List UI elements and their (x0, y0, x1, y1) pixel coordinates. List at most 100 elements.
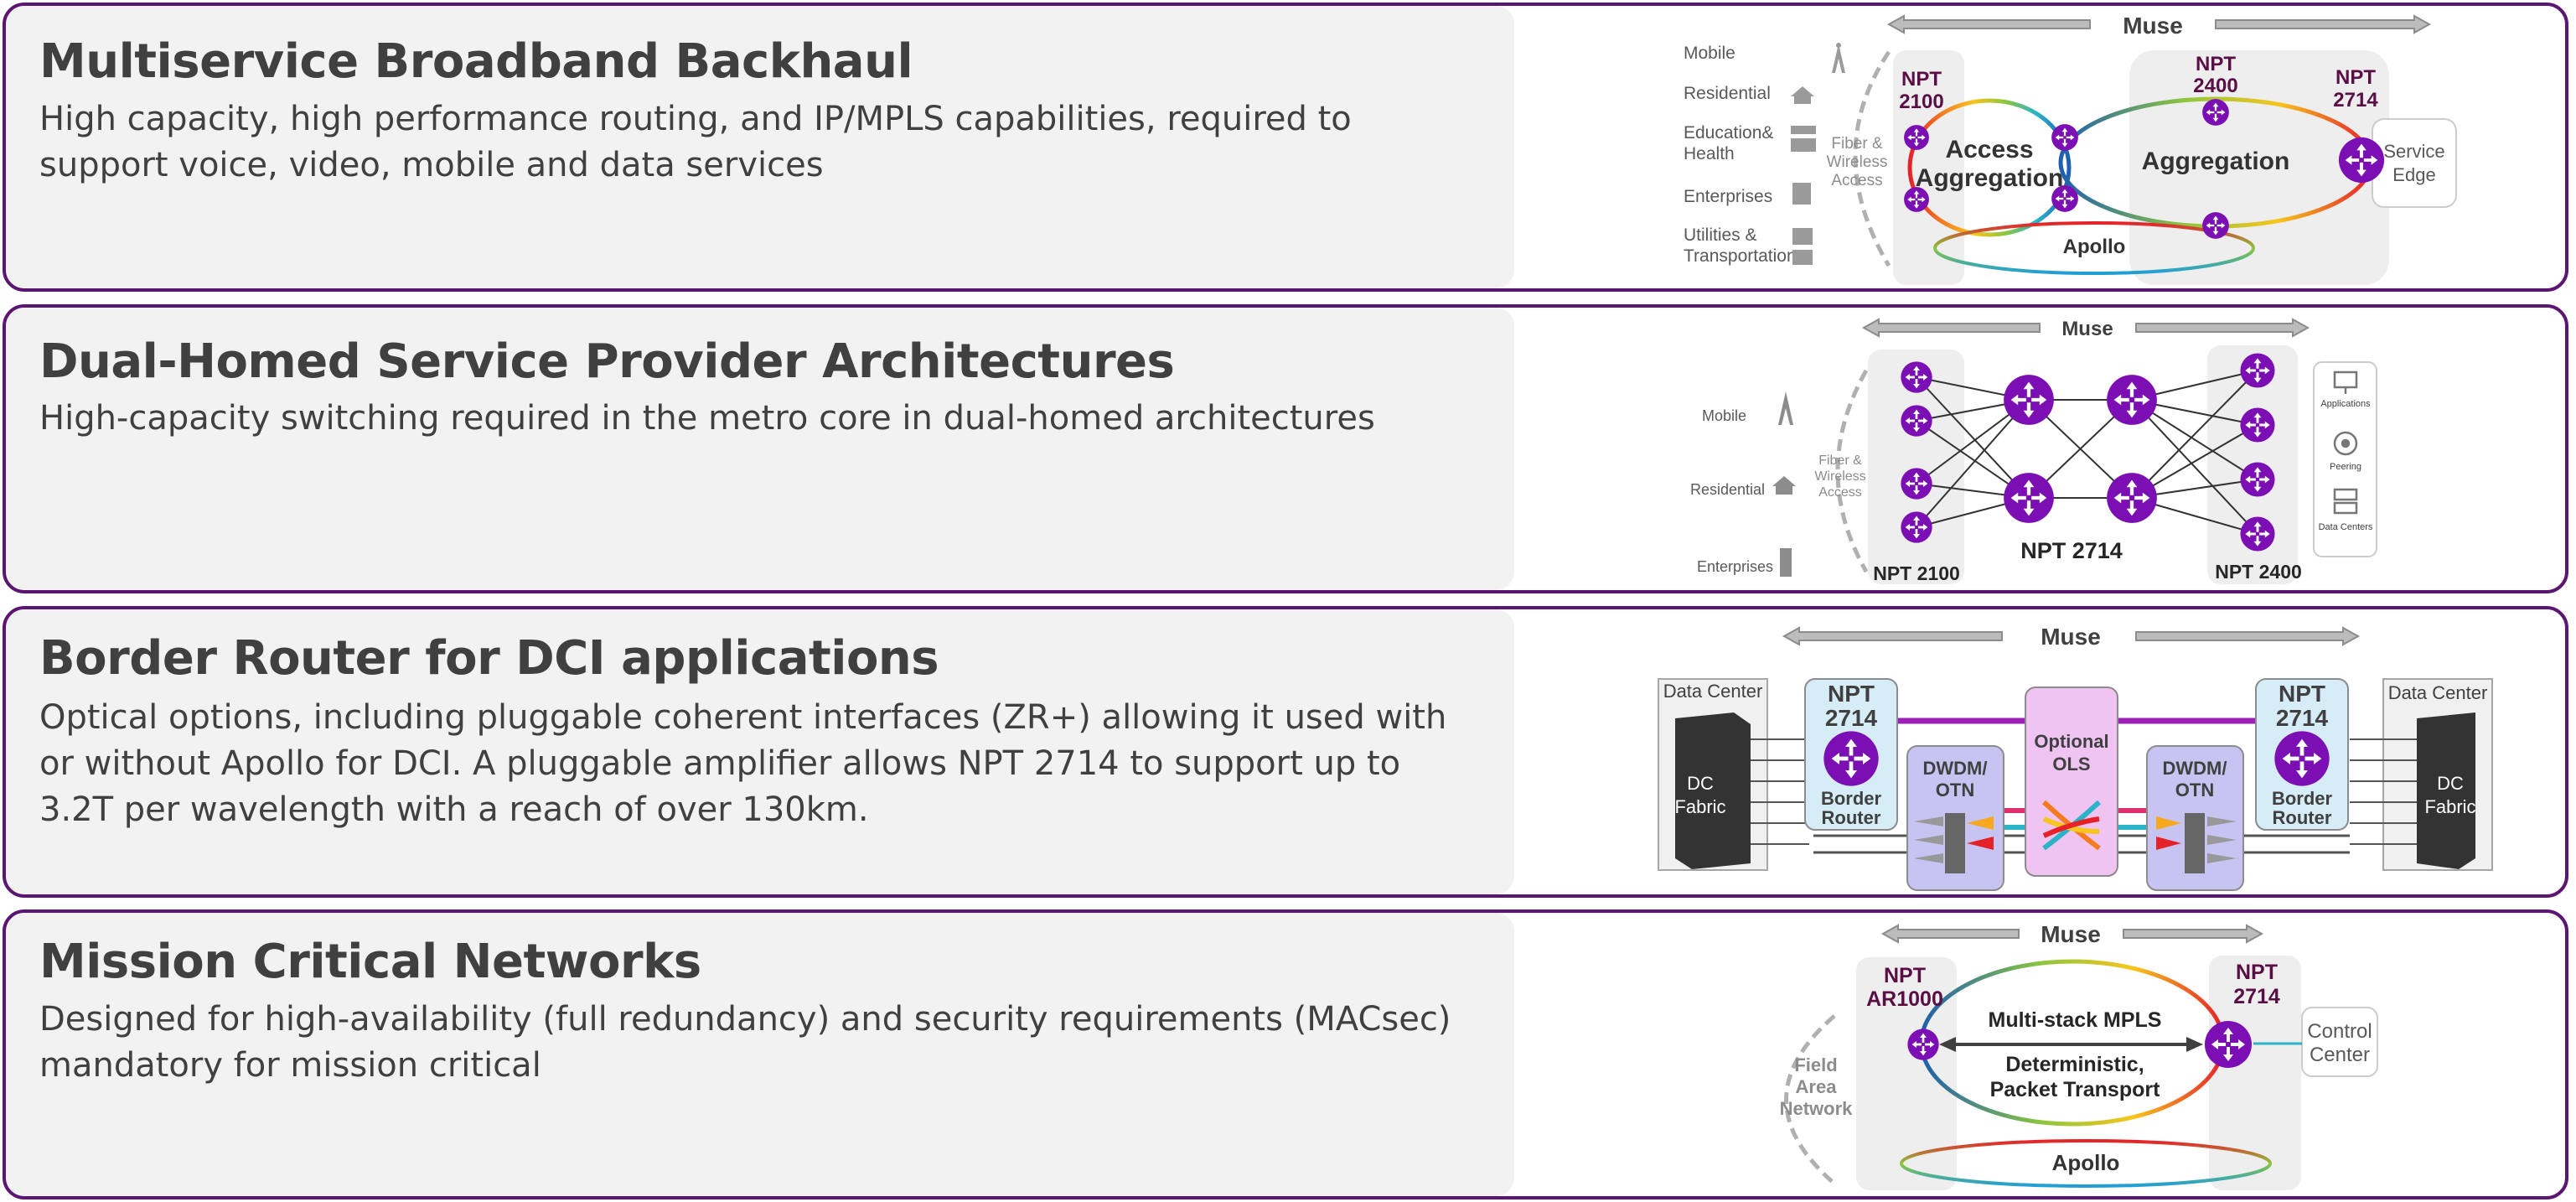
node-label-npt: NPT (2335, 66, 2376, 89)
dc-fabric-right (2417, 712, 2475, 869)
panel-title: Multiservice Broadband Backhaul (39, 34, 913, 89)
otn-label: OTN (1936, 780, 1974, 800)
colored-arrows-left (1967, 816, 1994, 850)
panel-text-area (6, 6, 1514, 288)
router-icon (2240, 353, 2275, 388)
label-data-centers: Data Centers (2319, 522, 2373, 532)
dwdm-label: DWDM/ (1923, 758, 1988, 779)
router-icon (1901, 361, 1932, 393)
service-edge-label: Service (2383, 141, 2444, 162)
router-label-border: Border (2272, 788, 2333, 809)
router-icon (1823, 731, 1879, 786)
muse-arrow-right (2123, 924, 2264, 944)
tower-icon (1778, 391, 1793, 425)
dci-diagram: Muse Data Center Data Center DC Fabric D… (1658, 624, 2493, 891)
packet-transport-label: Packet Transport (1990, 1078, 2161, 1101)
label-enterprises: Enterprises (1684, 187, 1772, 206)
label-npt2100: NPT 2100 (1873, 562, 1960, 584)
mesh-links (1916, 370, 2258, 535)
router-icon (2107, 375, 2157, 425)
ring-label-access-aggregation: Aggregation (1916, 164, 2064, 192)
house-icon (1791, 86, 1814, 104)
control-center-label-2: Center (2310, 1044, 2370, 1066)
router-label-npt: NPT (1828, 681, 1875, 707)
arrow-head-left (1939, 1037, 1956, 1052)
school-icon (1791, 126, 1816, 152)
label-residential: Residential (1684, 84, 1771, 103)
node-label-npt: NPT (1901, 68, 1942, 91)
router-icon (2240, 462, 2275, 497)
router-icon (1901, 468, 1932, 500)
router-icon (2051, 185, 2078, 212)
field-label: Field (1794, 1054, 1837, 1075)
panel-text-area (6, 609, 1514, 894)
access-arc (1853, 50, 1891, 267)
fabric-label-2: Fabric (2424, 796, 2475, 817)
server-icon (2333, 488, 2358, 515)
mux-arrows-right (2207, 816, 2237, 863)
access-label-2: Wireless (1827, 153, 1888, 171)
router-icon (2004, 375, 2054, 425)
npt2714-site-bg (2209, 956, 2301, 1190)
label-mobile: Mobile (1684, 44, 1735, 63)
fabric-label-2: Fabric (1674, 796, 1725, 817)
arrow-head-right (2186, 1037, 2203, 1052)
panel-description: High-capacity switching required in the … (39, 399, 1375, 438)
router-icon (2338, 137, 2385, 184)
node-label-2400: 2400 (2193, 75, 2237, 97)
node-label-ar1000: AR1000 (1866, 987, 1943, 1011)
router-icon (1907, 1028, 1939, 1060)
label-npt2714: NPT 2714 (2020, 538, 2123, 563)
muse-label: Muse (2041, 624, 2101, 650)
router-label-border: Border (1821, 788, 1882, 809)
router-label-router: Router (2273, 807, 2332, 828)
label-mobile: Mobile (1702, 407, 1746, 424)
router-label-2714: 2714 (2276, 705, 2329, 731)
apollo-label: Apollo (2052, 1150, 2120, 1175)
mux-block (2185, 813, 2205, 873)
label-transportation: Transportation (1684, 246, 1797, 266)
field-arc (1784, 1014, 1836, 1185)
panel-mission-critical: Mission Critical Networks Designed for h… (3, 909, 2568, 1199)
router-icon (2004, 473, 2054, 523)
data-center-label: Data Center (2388, 682, 2488, 703)
panel-description: Optical options, including pluggable coh… (39, 698, 1447, 829)
optional-ols-box (2025, 686, 2118, 877)
building-icon (1792, 183, 1811, 205)
muse-label: Muse (2123, 13, 2183, 39)
router-icon (1901, 511, 1932, 543)
router-label-2714: 2714 (1825, 705, 1878, 731)
muse-arrow-left (1861, 318, 2041, 338)
router-icon (2107, 473, 2157, 523)
muse-arrow-right (2135, 626, 2361, 646)
fabric-links (1751, 738, 2417, 845)
otn-label: OTN (2175, 780, 2214, 800)
service-edge-box (2372, 118, 2457, 208)
router-icon (2240, 516, 2275, 552)
router-icon (2240, 407, 2275, 443)
house-icon (1772, 476, 1796, 495)
field-label-3: Network (1780, 1098, 1854, 1119)
data-center-label: Data Center (1663, 681, 1763, 702)
router-icon (2205, 1021, 2252, 1068)
node-label-2714: 2714 (2233, 985, 2280, 1008)
peering-icon (2333, 431, 2358, 456)
panel-multiservice-backhaul: Multiservice Broadband Backhaul High cap… (3, 3, 2568, 292)
mission-critical-diagram: Muse Control Center Field Area Network A… (1780, 921, 2378, 1190)
mux-arrows-left (1914, 816, 1943, 863)
router-icon (2202, 99, 2229, 126)
router-label-npt: NPT (2279, 681, 2325, 707)
ring-label-apollo: Apollo (2063, 236, 2126, 258)
building-icon (1780, 548, 1792, 577)
node-label-2100: 2100 (1899, 91, 1943, 113)
muse-arrow-left (1886, 14, 2091, 34)
dc-fabric-left (1675, 712, 1751, 869)
label-enterprises: Enterprises (1697, 558, 1773, 575)
ols-cross-icon (2041, 800, 2102, 851)
muse-arrow-right (2215, 14, 2432, 34)
panel-title: Border Router for DCI applications (39, 631, 939, 686)
router-icon (1904, 187, 1929, 212)
label-peering: Peering (2330, 462, 2361, 472)
mux-block (1945, 813, 1965, 873)
monitor-icon (2333, 370, 2358, 394)
